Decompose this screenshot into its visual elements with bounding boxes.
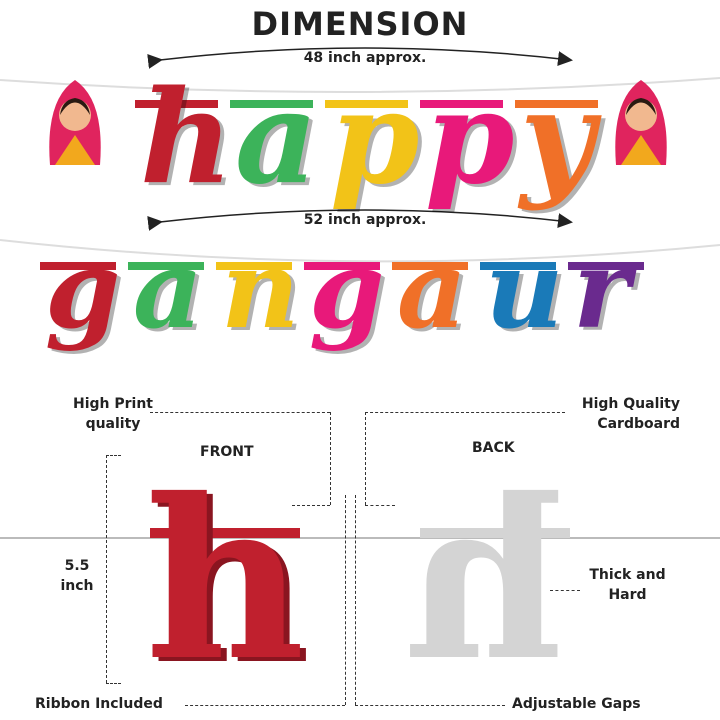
letter-tab — [420, 100, 503, 108]
high-print-label: High Print quality — [72, 396, 153, 432]
front-letter: h — [145, 450, 305, 709]
ribbon-1 — [0, 77, 720, 94]
width-label-48: 48 inch approx. — [303, 50, 427, 66]
letter-tab — [40, 262, 116, 270]
ribbon-label: Ribbon Included — [35, 696, 163, 712]
banner-letter: n — [221, 227, 300, 353]
banner-letter: p — [425, 63, 515, 213]
letter-tab — [568, 262, 644, 270]
banner-letter: u — [485, 227, 564, 353]
gangaur-woman-figure-left — [40, 70, 110, 170]
banner-letter: a — [133, 227, 203, 353]
gangaur-woman-figure-right — [606, 70, 676, 170]
letter-tab — [135, 100, 218, 108]
letter-tab — [304, 262, 380, 270]
letter-tab — [216, 262, 292, 270]
ribbon-2 — [0, 239, 720, 263]
gaps-label: Adjustable Gaps — [512, 696, 641, 712]
back-tab — [420, 528, 570, 538]
size-label: 5.5 inch — [60, 558, 94, 594]
letter-tab — [515, 100, 598, 108]
letter-tab — [230, 100, 313, 108]
banner-letter: h — [140, 63, 234, 213]
banner-letter: r — [573, 227, 630, 353]
front-label: FRONT — [200, 444, 254, 460]
banner-letter: g — [45, 227, 121, 353]
front-tab — [150, 528, 300, 538]
letter-tab — [392, 262, 468, 270]
banner-letter: a — [235, 63, 318, 213]
banner-letter: g — [309, 227, 385, 353]
width-arrow-48 — [147, 47, 573, 69]
back-label: BACK — [472, 440, 515, 456]
letter-tab — [325, 100, 408, 108]
letter-tab — [480, 262, 556, 270]
banner-letter: a — [397, 227, 467, 353]
banner-letter: p — [330, 63, 420, 213]
banner-letter: y — [520, 63, 595, 213]
cardboard-label: High Quality Cardboard — [581, 396, 680, 432]
back-letter: h — [405, 450, 565, 709]
width-label-52: 52 inch approx. — [303, 212, 427, 228]
letter-tab — [128, 262, 204, 270]
page-title: DIMENSION — [251, 5, 469, 43]
width-arrow-52 — [147, 209, 573, 231]
thick-label: Thick and Hard — [589, 567, 666, 603]
